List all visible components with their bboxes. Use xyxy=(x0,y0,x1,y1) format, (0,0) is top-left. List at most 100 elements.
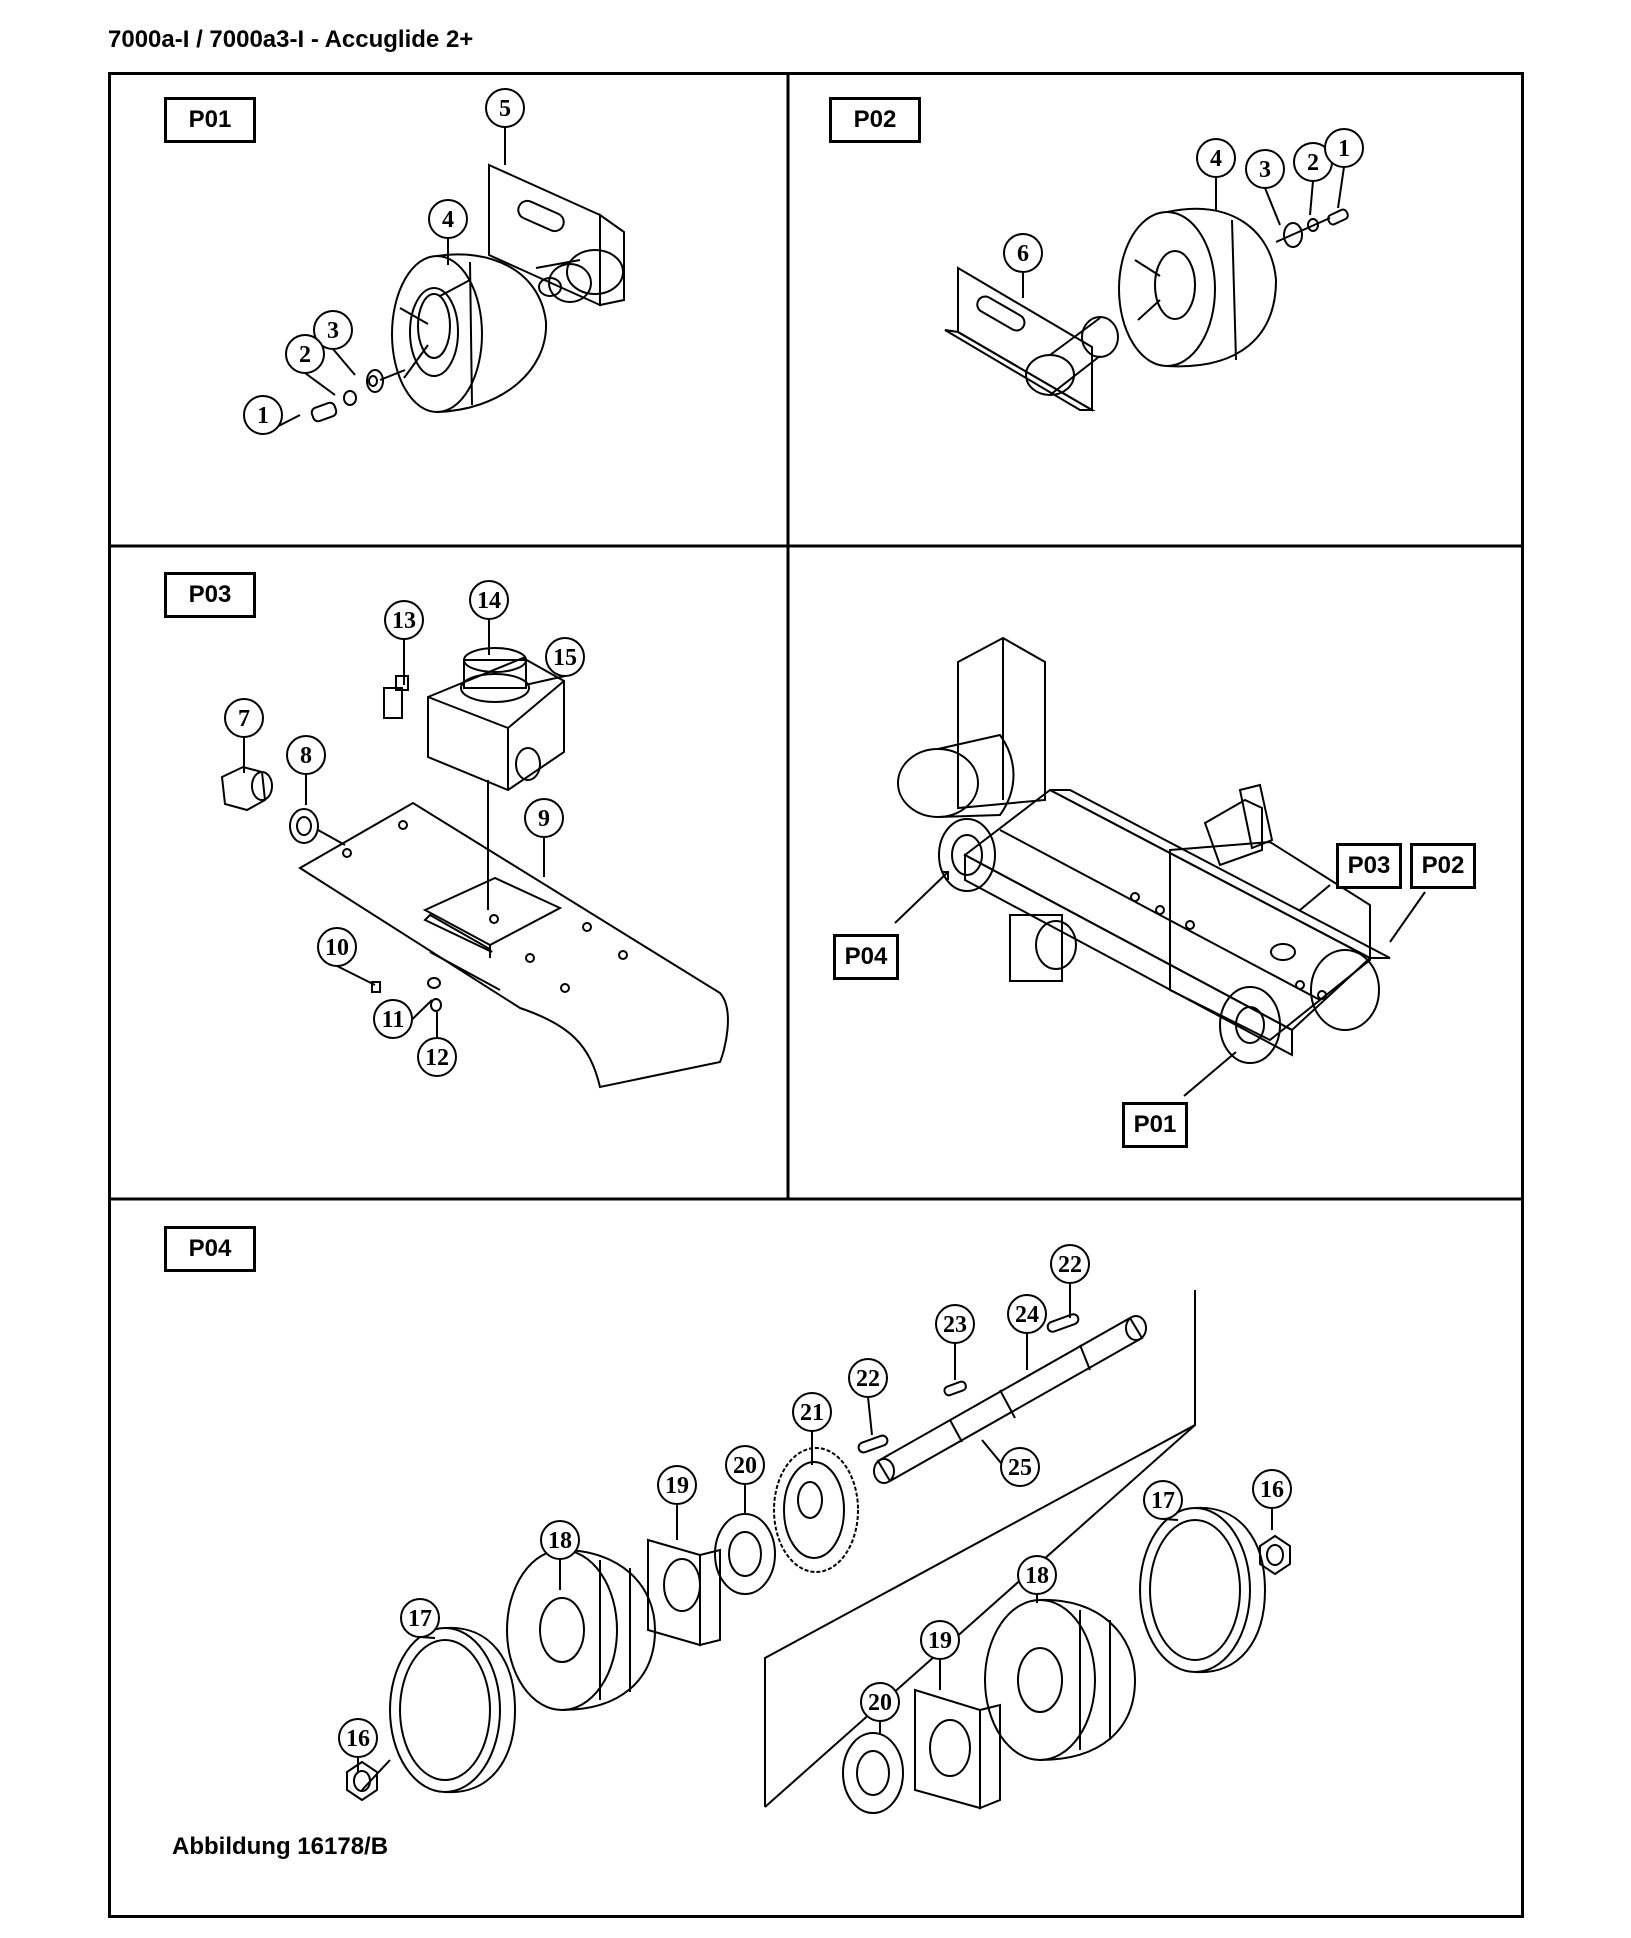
callout-number: 21 xyxy=(800,1400,824,1426)
callout-p04-23: 23 xyxy=(935,1304,975,1380)
callout-p03-15: 15 xyxy=(524,637,585,686)
p04-sprocket xyxy=(773,1447,859,1573)
callout-p04-20: 20 xyxy=(725,1445,765,1515)
p02-roller xyxy=(1118,207,1278,368)
callout-number: 12 xyxy=(425,1045,449,1071)
callout-circle xyxy=(243,395,283,435)
p01-mounting-bracket xyxy=(488,163,625,307)
callout-number: 18 xyxy=(1025,1563,1049,1589)
callout-circle xyxy=(313,310,353,350)
callout-circle xyxy=(469,580,509,620)
callout-number: 18 xyxy=(548,1528,572,1554)
drawing-frame xyxy=(108,72,1524,1918)
p04-drive-rollers xyxy=(506,1549,1137,1761)
document-title: 7000a-I / 7000a3-I - Accuglide 2+ xyxy=(108,26,474,53)
callout-p03-14: 14 xyxy=(469,580,509,655)
callout-circle xyxy=(224,698,264,738)
callout-number: 8 xyxy=(300,743,312,769)
callout-circle xyxy=(1245,149,1285,189)
callout-circle xyxy=(1003,233,1043,273)
callout-number: 14 xyxy=(477,588,501,614)
callout-number: 17 xyxy=(408,1606,432,1632)
callout-number: 19 xyxy=(928,1628,952,1654)
callout-p04-22: 22 xyxy=(848,1358,888,1436)
callout-leader xyxy=(336,965,376,986)
callout-p04-17: 17 xyxy=(1143,1480,1183,1521)
callout-number: 5 xyxy=(499,96,511,122)
callout-circle xyxy=(317,927,357,967)
callout-leader xyxy=(1264,187,1281,226)
callout-number: 23 xyxy=(943,1312,967,1338)
callout-p04-16: 16 xyxy=(1252,1469,1292,1530)
callout-circle xyxy=(400,1598,440,1638)
callout-circle xyxy=(1196,138,1236,178)
p03-plate xyxy=(298,780,729,1089)
p04-shaft xyxy=(857,1313,1147,1484)
callout-p03-12: 12 xyxy=(417,1012,457,1077)
p01-roller xyxy=(391,253,548,413)
callout-circle xyxy=(338,1718,378,1758)
callout-p04-19: 19 xyxy=(657,1465,697,1540)
callout-p04-24: 24 xyxy=(1007,1294,1047,1370)
callout-circle xyxy=(540,1520,580,1560)
callout-p01-2: 2 xyxy=(285,334,336,396)
callout-circle xyxy=(417,1037,457,1077)
callout-p01-4: 4 xyxy=(428,199,468,265)
callout-number: 2 xyxy=(1307,150,1319,176)
callout-number: 4 xyxy=(442,207,454,233)
p04-flanges xyxy=(647,1538,1001,1810)
callout-circle xyxy=(485,88,525,128)
p03-cable-gland xyxy=(220,765,442,1012)
panel-tag-p01: P01 xyxy=(164,97,256,143)
callout-p04-22: 22 xyxy=(1050,1244,1090,1318)
callout-number: 3 xyxy=(1259,157,1271,183)
callout-number: 19 xyxy=(665,1473,689,1499)
callout-circle xyxy=(860,1682,900,1722)
p04-belt-rings xyxy=(389,1506,1267,1794)
callout-number: 1 xyxy=(1338,136,1350,162)
overview-conveyor xyxy=(897,636,1391,1064)
callout-p03-7: 7 xyxy=(224,698,264,773)
p01-small-parts xyxy=(310,369,406,423)
callout-number: 17 xyxy=(1151,1488,1175,1514)
callout-number: 22 xyxy=(856,1366,880,1392)
callout-p03-11: 11 xyxy=(373,999,433,1039)
callout-number: 16 xyxy=(346,1726,370,1752)
callout-number: 2 xyxy=(299,342,311,368)
callout-number: 16 xyxy=(1260,1477,1284,1503)
callout-circle xyxy=(1143,1480,1183,1520)
panel-tag-p04: P04 xyxy=(164,1226,256,1272)
callout-circle xyxy=(285,334,325,374)
p03-control-box xyxy=(383,647,565,792)
overview-tag-p03: P03 xyxy=(1336,843,1402,889)
callout-number: 9 xyxy=(538,806,550,832)
overview-leader-lines xyxy=(894,871,1426,1097)
p04-nuts xyxy=(346,1534,1291,1802)
figure-caption: Abbildung 16178/B xyxy=(172,1833,389,1860)
callout-number: 4 xyxy=(1210,146,1222,172)
callout-circle xyxy=(1007,1294,1047,1334)
overview-tag-p04: P04 xyxy=(833,934,899,980)
callout-circle xyxy=(545,637,585,677)
callout-number: 10 xyxy=(325,935,349,961)
callout-circle xyxy=(524,798,564,838)
callout-p02-4: 4 xyxy=(1196,138,1236,210)
callout-circle xyxy=(920,1620,960,1660)
p02-mounting-bracket xyxy=(944,266,1119,412)
callout-leader xyxy=(1337,166,1345,209)
callout-number: 25 xyxy=(1008,1455,1032,1481)
callout-leader xyxy=(304,372,336,396)
callout-p04-21: 21 xyxy=(792,1392,832,1465)
callout-p02-1: 1 xyxy=(1324,128,1364,209)
callout-p01-3: 3 xyxy=(313,310,356,376)
callout-leader xyxy=(1309,180,1314,216)
callout-number: 7 xyxy=(238,706,250,732)
callout-circle xyxy=(792,1392,832,1432)
callout-circle xyxy=(657,1465,697,1505)
p02-small-parts xyxy=(1275,208,1349,248)
callout-circle xyxy=(1252,1469,1292,1509)
panel-dividers xyxy=(110,73,1522,1201)
callout-number: 22 xyxy=(1058,1252,1082,1278)
callout-number: 11 xyxy=(382,1007,405,1033)
